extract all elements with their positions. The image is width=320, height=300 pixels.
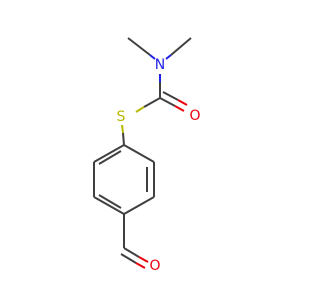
bond-aldehyde-o-1 (123, 247, 140, 258)
bond-carbonyl-o-1 (159, 97, 176, 107)
bond-s-ring (122, 132, 125, 146)
bond-carbonyl-o-1-o (174, 105, 185, 112)
bond-n-methyl-right (170, 37, 192, 56)
bond-aldehyde-o-2-o (135, 262, 146, 269)
ring-bond-3 (123, 196, 155, 215)
bond-carbonyl-s (143, 97, 161, 108)
bond-aldehyde-o-1-o (138, 256, 149, 263)
molecule-drawing: N O S O (93, 37, 201, 274)
bond-carbonyl-o-2-o (177, 99, 188, 106)
bond-aldehyde-o-2 (120, 253, 137, 264)
atom-label-sulfur: S (117, 109, 126, 125)
atom-label-nitrogen: N (155, 57, 165, 73)
ring-double-3 (98, 150, 122, 165)
ring-bond-4 (93, 196, 125, 215)
ring-double-2 (98, 194, 122, 209)
bond-n-methyl-right-n (165, 54, 172, 60)
bond-n-methyl-left (127, 37, 151, 56)
bond-s-ring-s (121, 124, 124, 134)
bond-n-methyl-left-n (149, 54, 156, 60)
ring-bond-1 (123, 144, 155, 163)
bond-carbonyl-o-2 (162, 91, 179, 101)
bond-carbonyl-s-s (135, 106, 145, 113)
ring-bond-6 (93, 144, 125, 163)
atom-label-carbonyl-oxygen: O (189, 108, 200, 124)
structure-canvas: N O S O (93, 37, 201, 274)
atom-label-aldehyde-oxygen: O (149, 258, 160, 274)
